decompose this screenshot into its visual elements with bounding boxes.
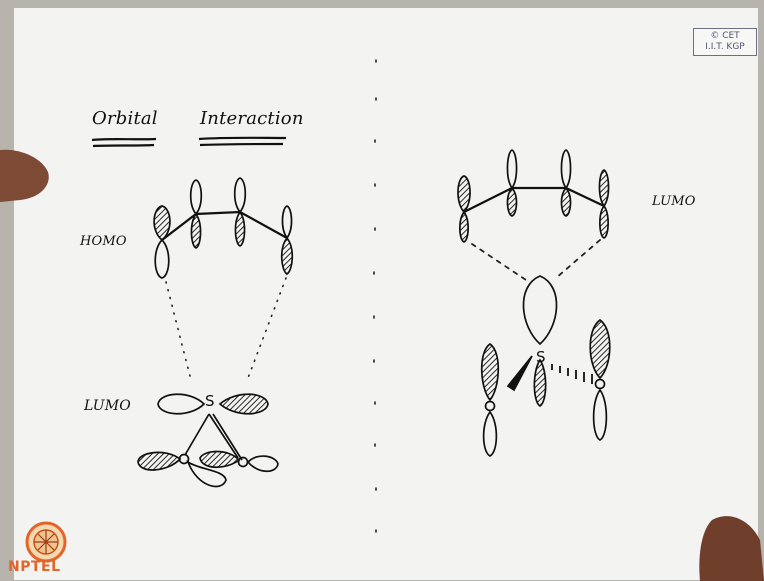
left-hand: [0, 150, 49, 202]
page-divider: [374, 60, 376, 532]
stamp-line-2: I.I.T. KGP: [694, 42, 756, 53]
sulfur-atom-left: S: [205, 392, 215, 410]
left-diene-homo: [154, 178, 292, 278]
sulfur-atom-right: S: [536, 348, 546, 366]
lumo-label-left: LUMO: [84, 398, 131, 414]
right-diene-lumo: [458, 150, 609, 242]
title-orbital: Orbital: [92, 108, 158, 129]
right-hand: [699, 516, 764, 581]
right-interaction-lines: [472, 240, 600, 280]
lumo-label-right: LUMO: [652, 194, 696, 209]
stamp-line-1: © CET: [694, 31, 756, 42]
nptel-logo: [27, 523, 65, 561]
nptel-watermark: NPTEL: [8, 559, 61, 575]
copyright-stamp: © CET I.I.T. KGP: [693, 28, 757, 56]
title-underlines: [92, 138, 286, 146]
right-sulfur-homo: [482, 276, 610, 456]
left-interaction-lines: [166, 278, 286, 378]
homo-label: HOMO: [80, 234, 127, 249]
title-interaction: Interaction: [200, 108, 304, 129]
